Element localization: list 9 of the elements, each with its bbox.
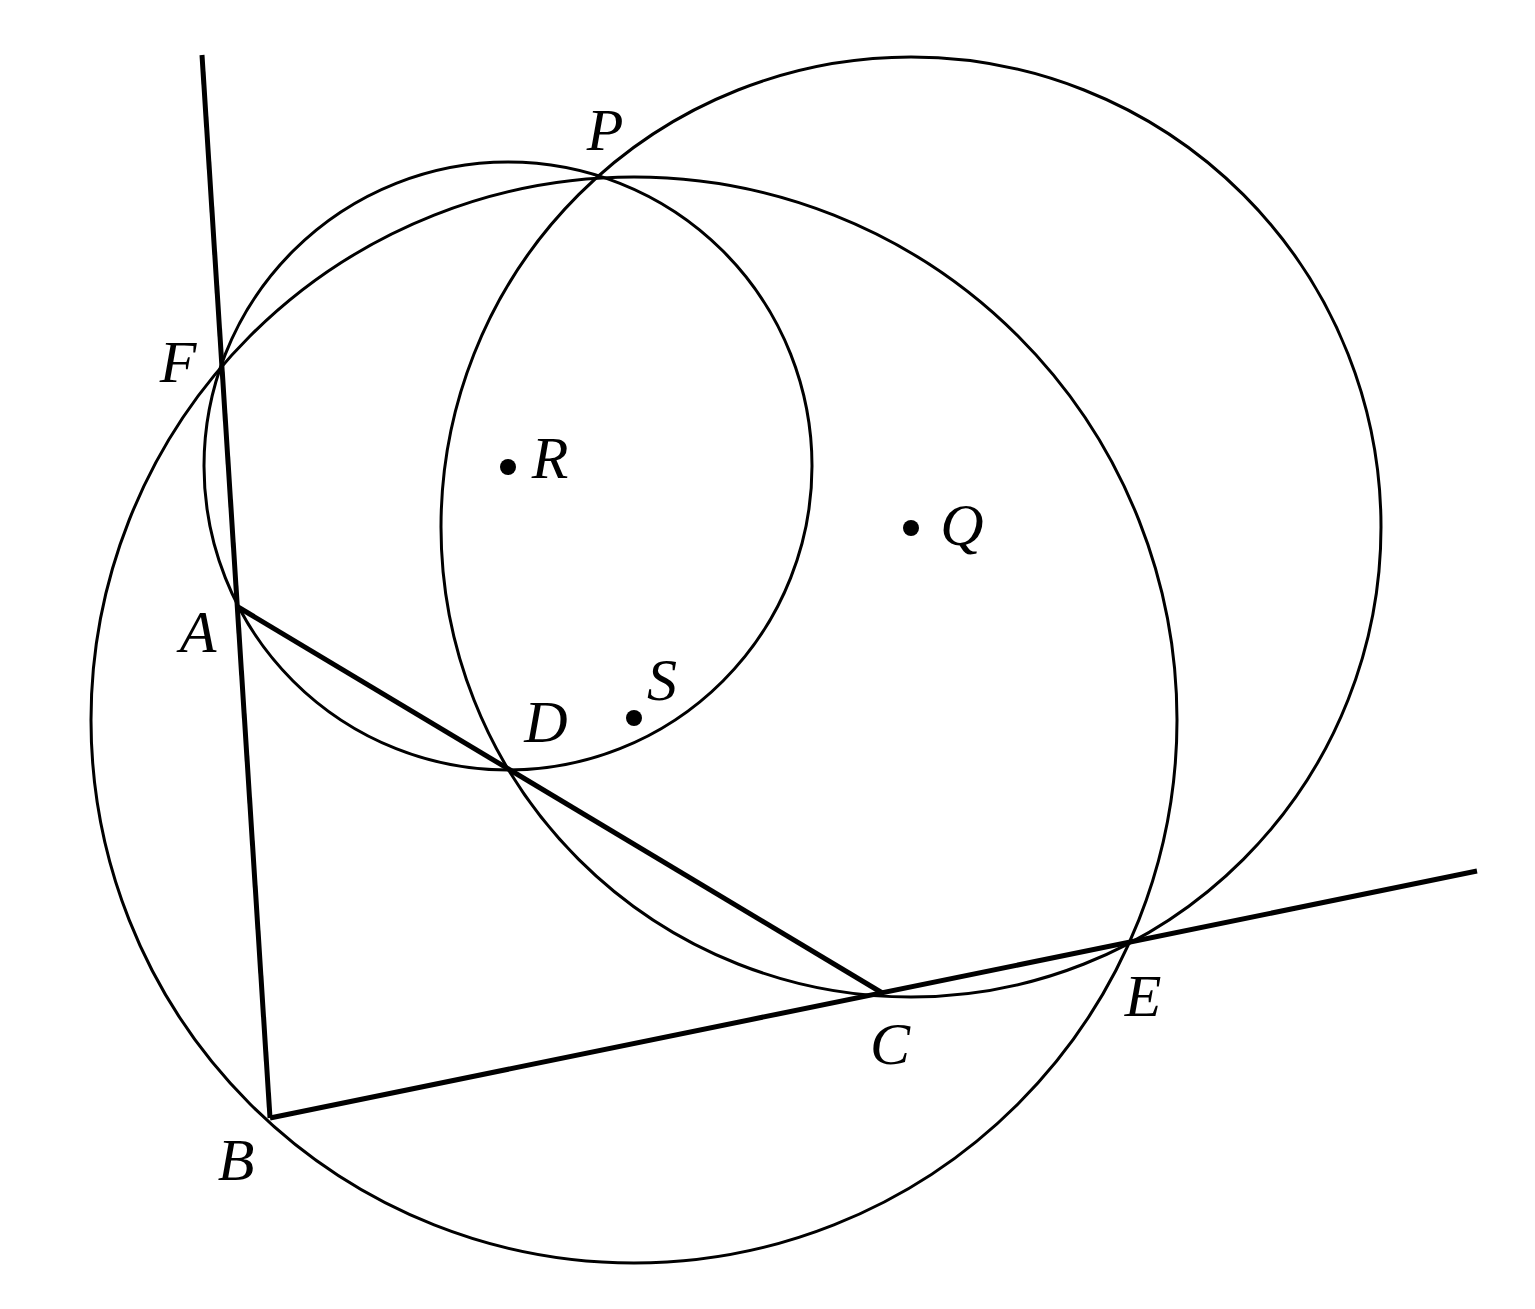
point-label: F	[159, 332, 197, 392]
point-label: E	[1124, 966, 1162, 1026]
point-label: Q	[940, 495, 984, 555]
point-label: B	[217, 1130, 255, 1190]
point-label: S	[647, 650, 677, 710]
point-label: C	[870, 1014, 910, 1074]
point-label: D	[524, 692, 568, 752]
point-label: R	[531, 428, 569, 488]
point-label: P	[586, 100, 624, 160]
